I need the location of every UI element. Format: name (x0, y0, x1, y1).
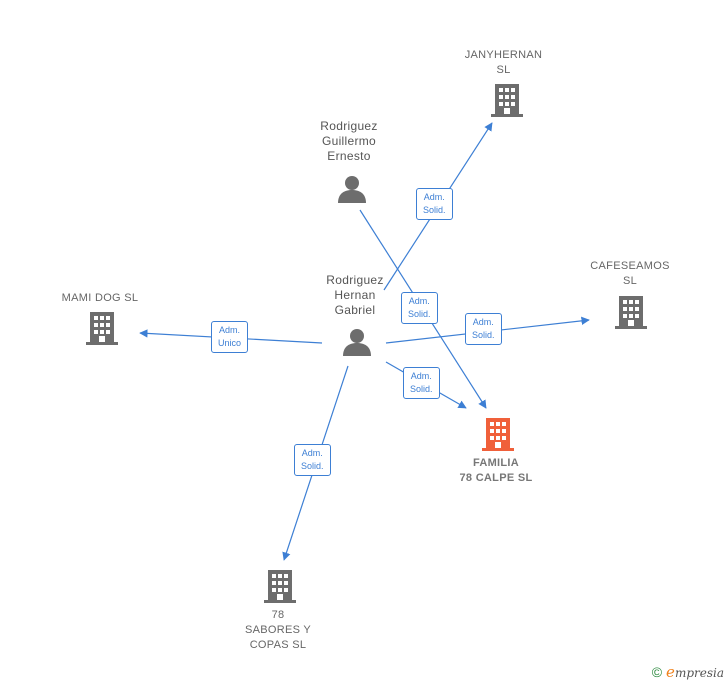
edge-label-hernan-sabores: Adm. Solid. (294, 444, 331, 476)
node-label-mamidog[interactable]: MAMI DOG SL (61, 292, 139, 304)
node-label-familia[interactable]: FAMILIA 78 CALPE SL (459, 457, 533, 484)
edge-label-hernan-cafeseamos: Adm. Solid. (465, 313, 502, 345)
node-label-sabores[interactable]: 78 SABORES Y COPAS SL (244, 609, 312, 651)
brand-logo[interactable]: empresia (666, 663, 724, 681)
brand-name: mpresia (674, 666, 724, 680)
edge-label-hernan-familia: Adm. Solid. (403, 367, 440, 399)
edge-label-guillermo-familia: Adm. Solid. (401, 292, 438, 324)
node-label-janyhernan[interactable]: JANYHERNAN SL (464, 49, 543, 76)
edge-label-hernan-mamidog: Adm. Unico (211, 321, 249, 353)
building-icon-cafeseamos[interactable] (615, 296, 647, 330)
building-icon-janyhernan[interactable] (491, 84, 523, 118)
node-label-guillermo[interactable]: Rodriguez Guillermo Ernesto (320, 119, 378, 163)
person-icon-hernan[interactable] (342, 327, 372, 357)
copyright-icon: © (651, 664, 663, 680)
edge-label-hernan-janyhernan: Adm. Solid. (416, 188, 453, 220)
brand-initial: e (666, 663, 675, 681)
node-label-hernan[interactable]: Rodriguez Hernan Gabriel (326, 273, 384, 317)
node-label-cafeseamos[interactable]: CAFESEAMOS SL (590, 260, 670, 287)
building-icon-mamidog[interactable] (86, 312, 118, 346)
brand-footer: ©empresia (652, 663, 724, 681)
building-icon-familia[interactable] (482, 418, 514, 452)
person-icon-guillermo[interactable] (337, 174, 367, 204)
building-icon-sabores[interactable] (264, 570, 296, 604)
